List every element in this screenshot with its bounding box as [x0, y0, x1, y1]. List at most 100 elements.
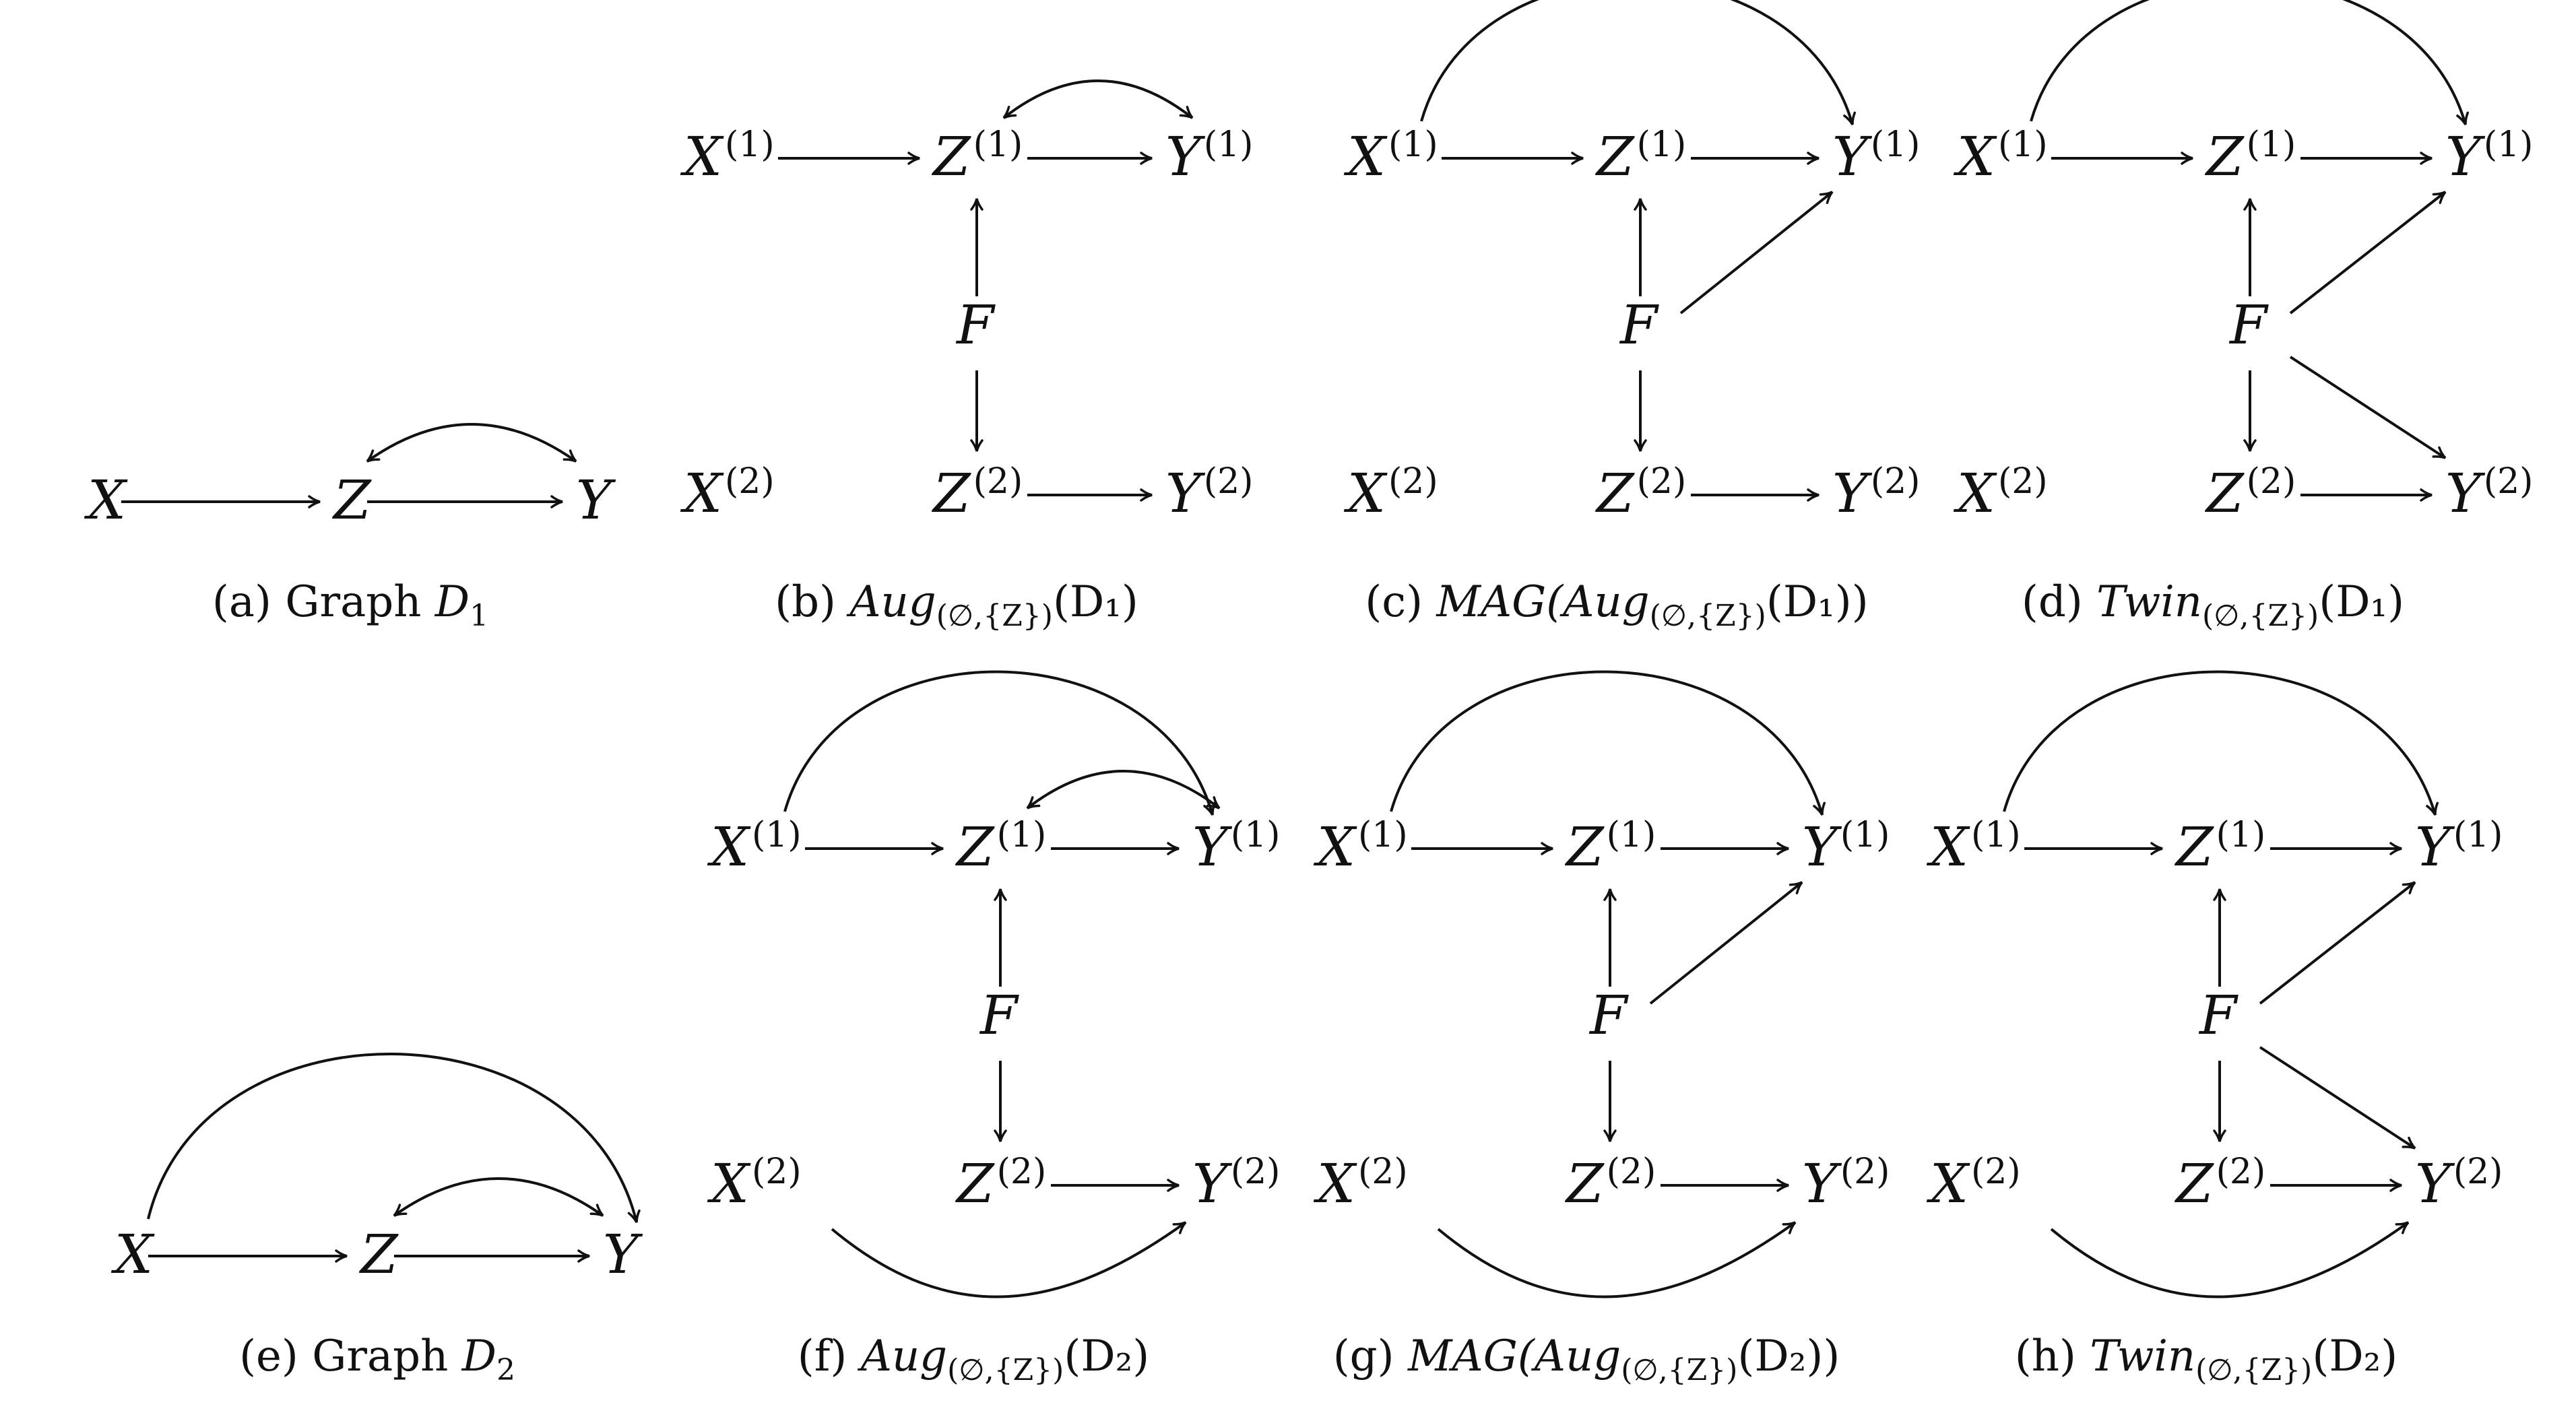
- node-Z1: Z(1): [1595, 125, 1686, 188]
- node-F: F: [955, 294, 996, 356]
- node-label: F: [955, 294, 996, 356]
- node-label: Z: [358, 1223, 399, 1286]
- node-Z: Z: [331, 469, 372, 531]
- node-Z2: Z(2): [1595, 461, 1686, 525]
- caption-prefix: (b): [775, 577, 849, 627]
- node-superscript: (2): [1840, 1152, 1890, 1192]
- node-label: Y: [1832, 462, 1873, 525]
- node-superscript: (1): [725, 125, 775, 165]
- node-label: X: [1953, 462, 1997, 525]
- node-Z: Z: [358, 1223, 399, 1286]
- node-label: Z: [955, 816, 995, 878]
- node-label: Y: [1802, 816, 1842, 878]
- node-superscript: (2): [1637, 461, 1687, 502]
- node-label: F: [1619, 294, 1659, 356]
- node-label: Y: [1192, 816, 1233, 878]
- node-superscript: (1): [1358, 815, 1408, 855]
- caption-subscript: (∅,{Z}): [2195, 1353, 2312, 1387]
- node-superscript: (2): [2247, 461, 2296, 502]
- node-superscript: (1): [997, 815, 1047, 855]
- node-F: F: [1619, 294, 1659, 356]
- edge-X2-to-Y2-directed-curved-below: [2050, 1221, 2410, 1298]
- node-label: Z: [331, 469, 372, 531]
- node-label: X: [84, 469, 128, 531]
- caption-name: Twin: [2096, 577, 2202, 627]
- node-label: Z: [931, 125, 971, 188]
- node-Y2: Y(2): [1192, 1152, 1280, 1215]
- caption-suffix: (D₂): [2312, 1331, 2397, 1381]
- node-superscript: (1): [2484, 125, 2534, 165]
- node-superscript: (2): [1388, 461, 1438, 502]
- edge-F-to-Y1-directed: [2289, 191, 2447, 315]
- node-superscript: (2): [2453, 1152, 2503, 1192]
- node-superscript: (2): [1971, 1152, 2021, 1192]
- node-Y2: Y(2): [1802, 1152, 1890, 1215]
- caption-h: (h) Twin(∅,{Z})(D₂): [2015, 1331, 2398, 1387]
- caption-prefix: (d): [2022, 577, 2096, 627]
- caption-name: MAG(Aug: [1436, 577, 1649, 627]
- node-superscript: (1): [1998, 125, 2048, 165]
- caption-prefix: (f): [798, 1331, 861, 1381]
- node-label: Z: [1595, 462, 1635, 525]
- node-superscript: (1): [1204, 125, 1254, 165]
- node-label: Z: [1564, 816, 1605, 878]
- caption-g: (g) MAG(Aug(∅,{Z})(D₂)): [1333, 1331, 1840, 1387]
- node-superscript: (2): [725, 461, 775, 502]
- node-superscript: (2): [1231, 1152, 1281, 1192]
- node-label: Z: [2174, 816, 2214, 878]
- node-superscript: (1): [1637, 125, 1687, 165]
- caption-prefix: (h): [2015, 1331, 2090, 1381]
- panel-h: X(1)Z(1)Y(1)FX(2)Z(2)Y(2)(h) Twin(∅,{Z})…: [1926, 670, 2503, 1387]
- node-X2: X(2): [1926, 1152, 2021, 1215]
- node-superscript: (2): [1871, 461, 1921, 502]
- node-X2: X(2): [680, 461, 775, 525]
- node-X1: X(1): [1953, 125, 2048, 188]
- node-label: Y: [2445, 462, 2486, 525]
- caption-e: (e) Graph D2: [239, 1331, 515, 1387]
- caption-name: D: [434, 577, 470, 627]
- caption-name: Aug: [858, 1331, 947, 1381]
- caption-suffix: (D₂)): [1737, 1331, 1840, 1381]
- edge-F-to-Y1-directed: [2259, 881, 2416, 1005]
- caption-suffix: (D₁): [2319, 577, 2404, 627]
- node-superscript: (1): [1607, 815, 1656, 855]
- node-superscript: (1): [1840, 815, 1890, 855]
- caption-suffix: (D₁): [1053, 577, 1138, 627]
- node-X2: X(2): [1953, 461, 2048, 525]
- edge-F-to-Y2-directed: [2259, 1046, 2416, 1150]
- node-Z2: Z(2): [2174, 1152, 2265, 1215]
- node-label: X: [1926, 816, 1970, 878]
- caption-name: Twin: [2090, 1331, 2195, 1381]
- caption-c: (c) MAG(Aug(∅,{Z})(D₁)): [1365, 577, 1868, 633]
- node-Z1: Z(1): [2174, 815, 2265, 878]
- caption-prefix: (g): [1333, 1331, 1408, 1381]
- node-label: X: [1313, 816, 1357, 878]
- caption-a: (a) Graph D1: [212, 577, 488, 633]
- node-Y: Y: [576, 469, 616, 531]
- node-label: X: [1926, 1152, 1970, 1215]
- node-label: Y: [1192, 1152, 1233, 1215]
- edge-X2-to-Y2-directed-curved-below: [831, 1221, 1187, 1298]
- edge-F-to-Y1-directed: [1649, 881, 1803, 1005]
- node-F: F: [979, 984, 1019, 1047]
- node-label: F: [2228, 294, 2269, 356]
- node-X1: X(1): [680, 125, 775, 188]
- node-Y1: Y(1): [2445, 125, 2533, 188]
- caption-prefix: (c): [1365, 577, 1436, 627]
- node-superscript: (2): [973, 461, 1023, 502]
- node-superscript: (2): [1607, 1152, 1656, 1192]
- node-superscript: (2): [2484, 461, 2534, 502]
- node-Y1: Y(1): [2415, 815, 2503, 878]
- node-label: Y: [603, 1223, 643, 1286]
- node-superscript: (2): [2216, 1152, 2266, 1192]
- node-Y1: Y(1): [1802, 815, 1890, 878]
- caption-subscript: (∅,{Z}): [2202, 599, 2319, 633]
- node-label: Z: [1595, 125, 1635, 188]
- node-X2: X(2): [1313, 1152, 1408, 1215]
- panel-c: X(1)Z(1)Y(1)FX(2)Z(2)Y(2)(c) MAG(Aug(∅,{…: [1343, 0, 1920, 633]
- node-Z1: Z(1): [2204, 125, 2296, 188]
- node-Z2: Z(2): [931, 461, 1023, 525]
- edge-Z1-to-Y1-bidirected: [1026, 770, 1221, 810]
- caption-prefix: (a) Graph: [212, 577, 435, 627]
